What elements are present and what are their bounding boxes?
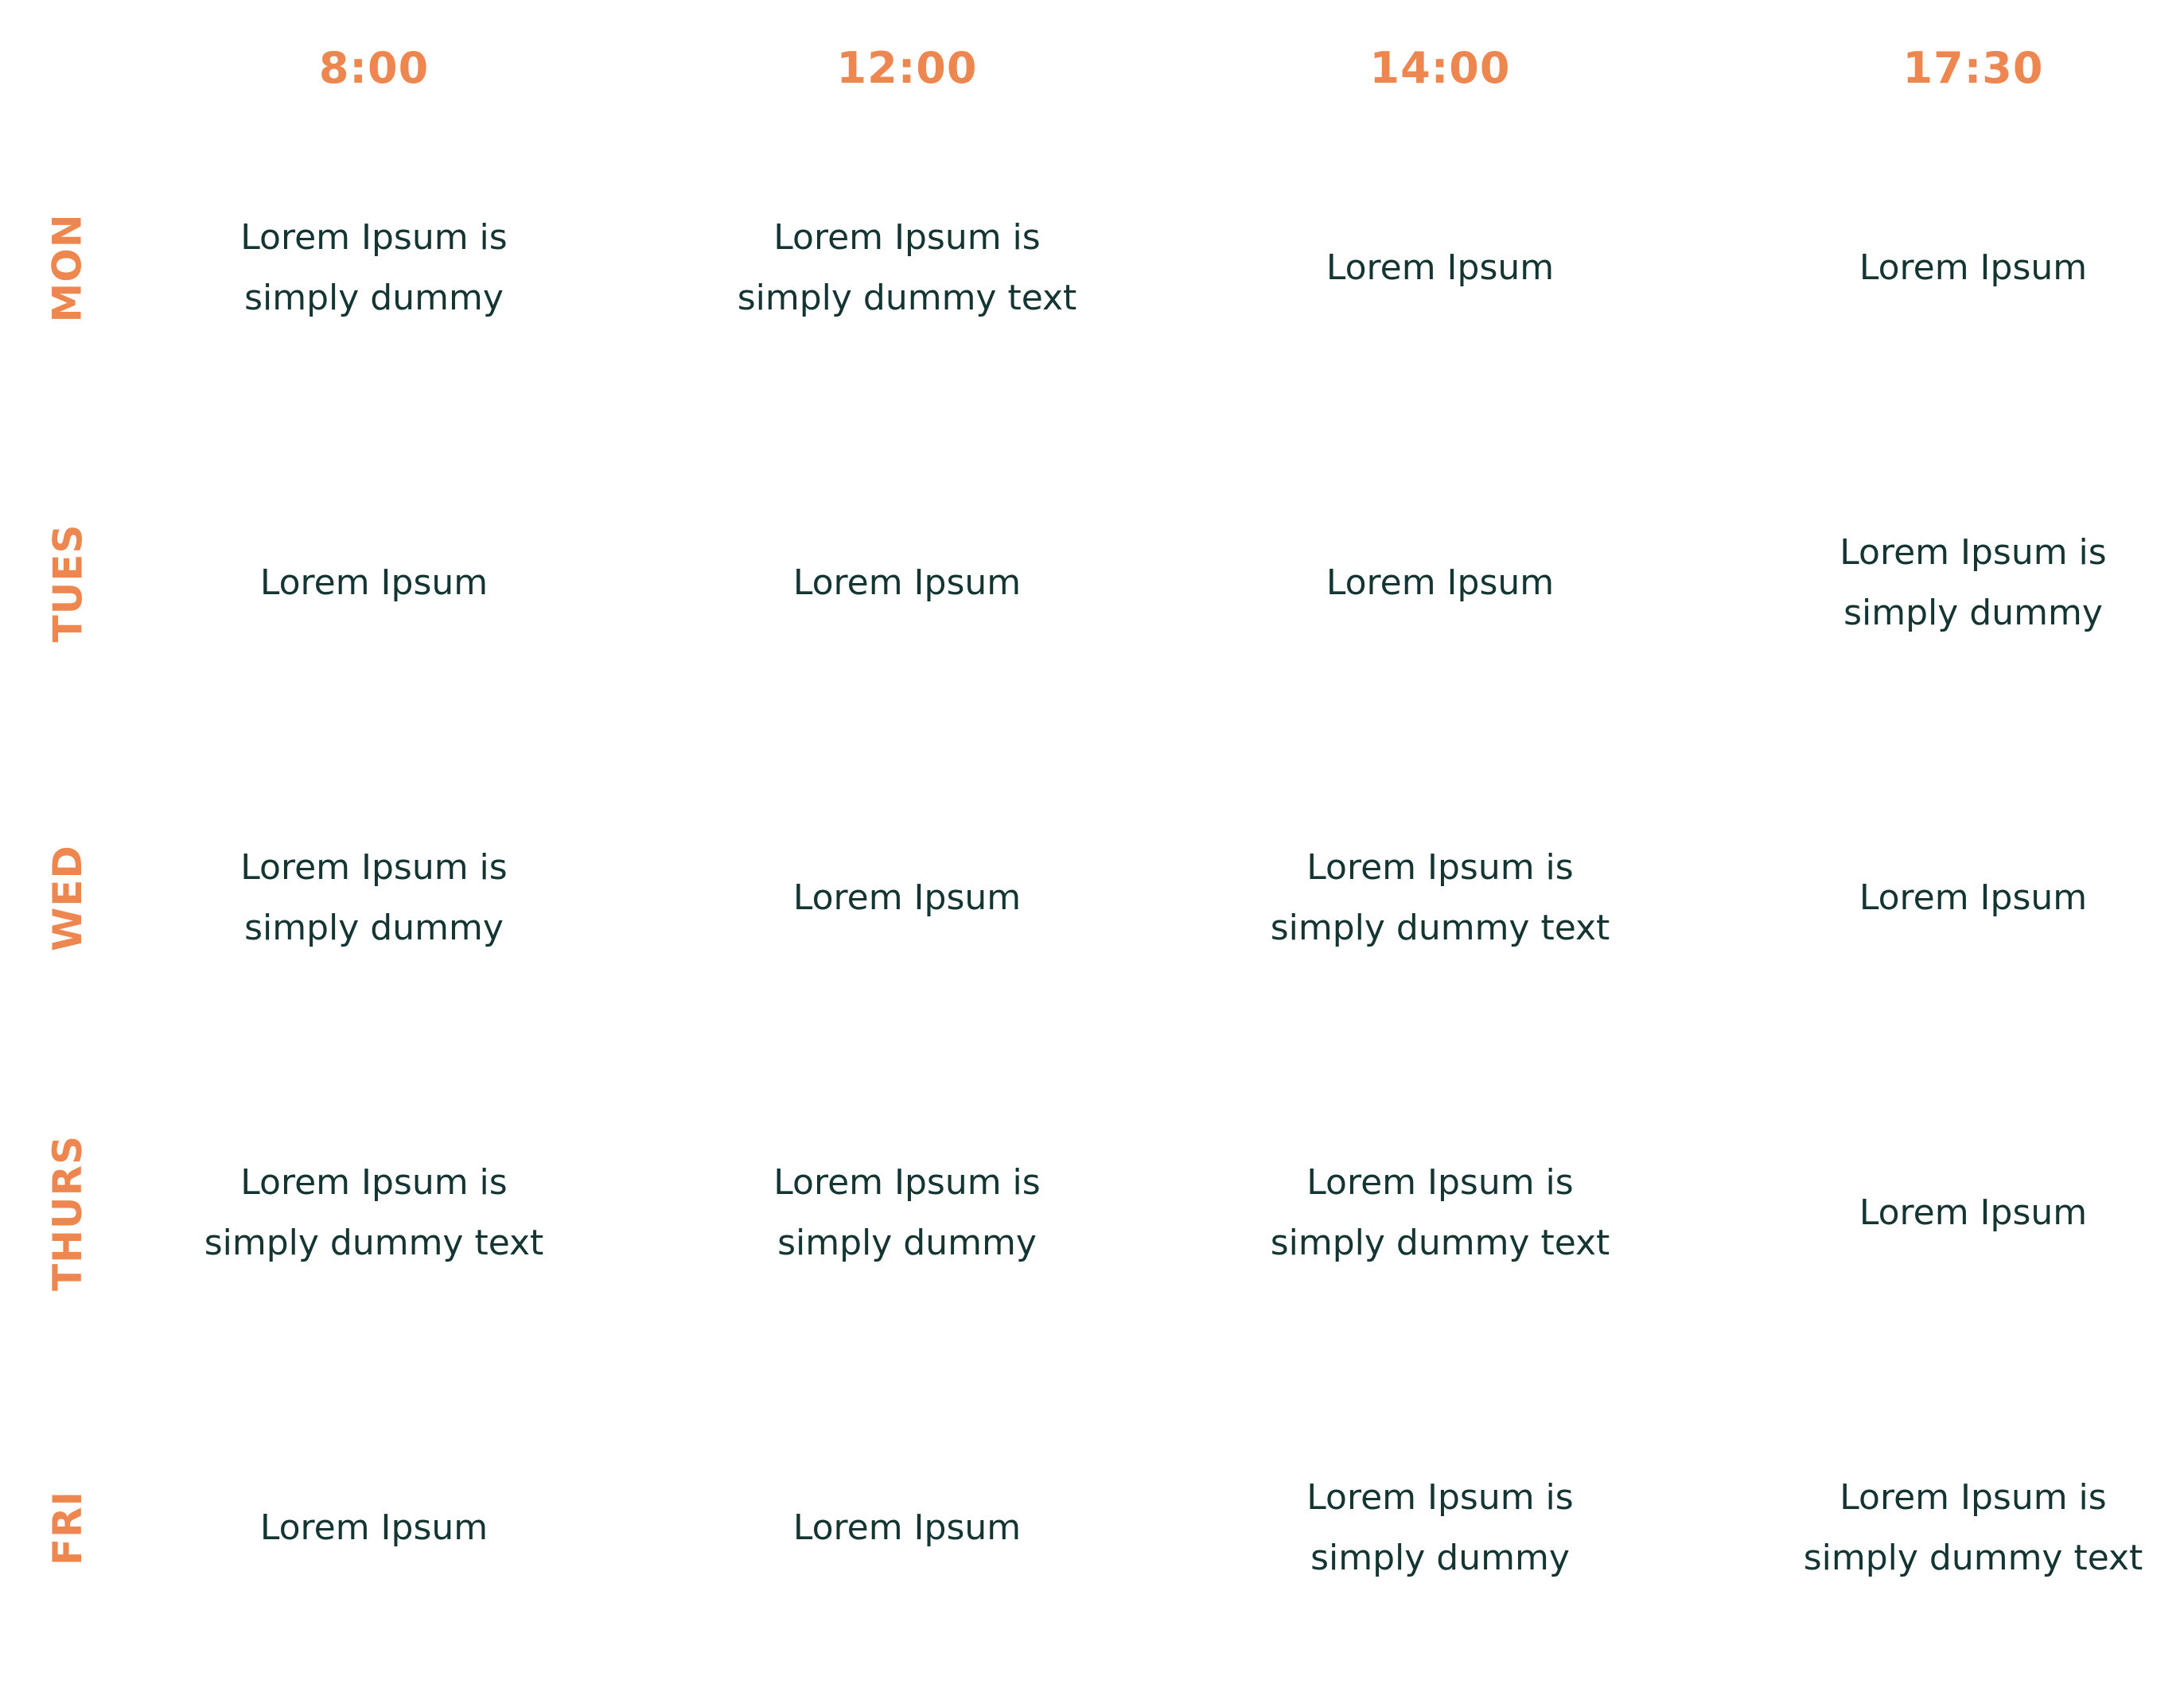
schedule-cell: Lorem Ipsum: [1859, 877, 2088, 918]
day-label-text: THURS: [45, 1134, 91, 1291]
schedule-cell: Lorem Ipsum: [792, 877, 1022, 918]
schedule-cell: Lorem Ipsum is simply dummy: [1306, 1476, 1574, 1578]
schedule-cell: Lorem Ipsum is simply dummy text: [204, 1161, 544, 1263]
schedule-cell: Lorem Ipsum is simply dummy: [240, 216, 508, 318]
schedule-cell: Lorem Ipsum is simply dummy text: [737, 216, 1077, 318]
day-label-text: FRI: [44, 1490, 91, 1565]
schedule-cell: Lorem Ipsum is simply dummy text: [1803, 1476, 2143, 1578]
schedule-cell: Lorem Ipsum is simply dummy: [1839, 531, 2107, 633]
time-header-14-00: 14:00: [1369, 42, 1511, 93]
day-label-tues: TUES: [0, 426, 135, 739]
schedule-cell: Lorem Ipsum: [1326, 562, 1555, 603]
day-label-wed: WED: [0, 741, 135, 1054]
schedule-cell: Lorem Ipsum is simply dummy: [240, 846, 508, 948]
day-label-thurs: THURS: [0, 1056, 135, 1369]
day-label-fri: FRI: [0, 1371, 135, 1684]
day-label-text: MON: [44, 212, 91, 323]
schedule-cell: Lorem Ipsum: [792, 1507, 1022, 1548]
schedule-cell: Lorem Ipsum: [259, 562, 489, 603]
schedule-cell: Lorem Ipsum: [1859, 247, 2088, 288]
schedule-cell: Lorem Ipsum: [792, 562, 1022, 603]
time-header-8-00: 8:00: [318, 42, 430, 93]
schedule-cell: Lorem Ipsum is simply dummy text: [1270, 1161, 1610, 1263]
time-header-12-00: 12:00: [836, 42, 978, 93]
weekly-schedule: 8:00 12:00 14:00 17:30 MON TUES WED THUR…: [0, 42, 2143, 1578]
day-label-text: WED: [45, 844, 91, 951]
schedule-cell: Lorem Ipsum: [259, 1507, 489, 1548]
schedule-cell: Lorem Ipsum: [1326, 247, 1555, 288]
time-header-17-30: 17:30: [1902, 42, 2044, 93]
day-label-mon: MON: [0, 111, 135, 424]
schedule-cell: Lorem Ipsum is simply dummy text: [1270, 846, 1610, 948]
schedule-cell: Lorem Ipsum: [1859, 1192, 2088, 1233]
day-label-text: TUES: [45, 523, 91, 642]
schedule-cell: Lorem Ipsum is simply dummy: [773, 1161, 1041, 1263]
